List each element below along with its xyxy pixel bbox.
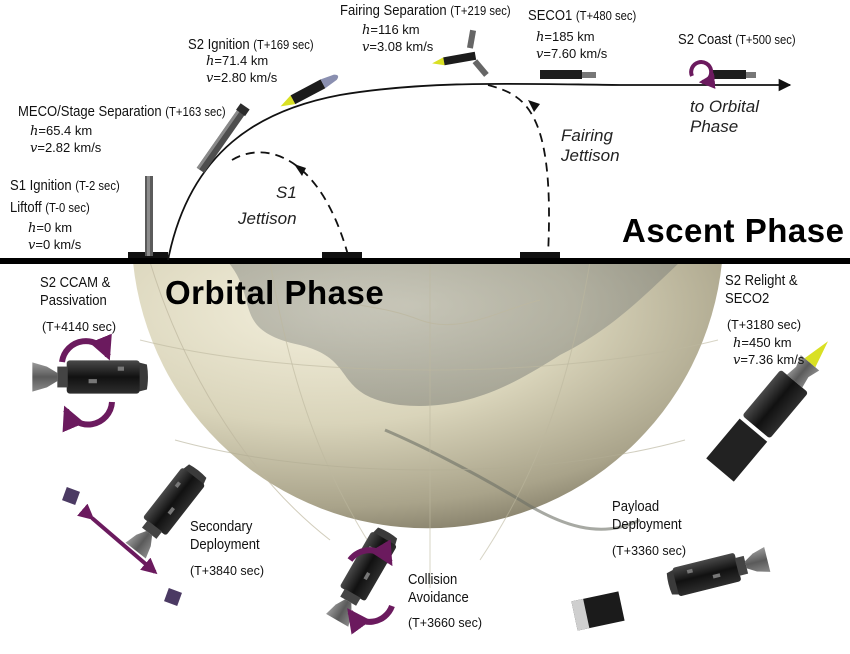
- s1-jettison-note-line2: Jettison: [238, 209, 297, 228]
- secondary-deployment-time: (T+3840 sec): [190, 564, 264, 578]
- event-name: S2 Coast: [678, 32, 732, 48]
- s2-ccam-label: S2 CCAM &Passivation: [40, 275, 111, 310]
- event-name: SECO1: [528, 8, 573, 24]
- event-time: (T+163 sec): [165, 105, 226, 119]
- event-name: S2 Ignition: [188, 37, 250, 53]
- s1-jettison-note-line1: S1: [276, 183, 297, 202]
- fairing-separation-vehicle: [432, 29, 489, 77]
- event-time: (T+219 sec): [450, 4, 511, 18]
- secondary-deployment-vehicle: [62, 461, 210, 606]
- earth-globe: [133, 261, 722, 588]
- payload-deployment-time: (T+3360 sec): [612, 544, 686, 558]
- event-time: (T-0 sec): [45, 201, 90, 215]
- s2-ignition-label: S2 Ignition (T+169 sec): [188, 37, 314, 54]
- seco1-vehicle: [540, 70, 596, 79]
- event-time: (T+480 sec): [575, 9, 637, 23]
- s2-coast-vehicle: [689, 60, 756, 89]
- launch-vehicle-on-pad: [145, 176, 153, 256]
- event-name: MECO/Stage Separation: [18, 104, 162, 120]
- s2-coast-label: S2 Coast (T+500 sec): [678, 32, 796, 49]
- s2-relight-label: S2 Relight &SECO2: [725, 273, 798, 308]
- s1-jettison-arrowhead: [294, 164, 306, 176]
- s2-relight-time: (T+3180 sec): [727, 318, 801, 332]
- fairing-separation-label: Fairing Separation (T+219 sec): [340, 3, 511, 20]
- collision-avoidance-time: (T+3660 sec): [408, 616, 482, 630]
- horizon-line: [0, 258, 850, 264]
- event-name: Liftoff: [10, 200, 42, 216]
- ascent-phase-title: Ascent Phase: [622, 212, 845, 249]
- fairing-jettison-path: [487, 84, 550, 256]
- pad-marker-fairing: [520, 252, 560, 258]
- s2-relight-vehicle: [706, 341, 828, 482]
- payload-deployment-vehicle: [571, 545, 771, 631]
- event-time: (T+169 sec): [253, 38, 314, 52]
- liftoff-label: Liftoff (T-0 sec): [10, 200, 90, 217]
- separated-first-stage: [196, 103, 250, 173]
- event-time: (T+500 sec): [735, 33, 796, 47]
- s1-ignition-label: S1 Ignition (T-2 sec): [10, 178, 120, 195]
- fairing-jettison-arrowhead: [528, 100, 540, 112]
- seco1-label: SECO1 (T+480 sec): [528, 8, 636, 25]
- event-name: Fairing Separation: [340, 3, 447, 19]
- s1-jettison-path: [231, 151, 349, 256]
- s2-ignition-vehicle: [280, 74, 339, 107]
- s2-ccam-time: (T+4140 sec): [42, 320, 116, 334]
- meco-label: MECO/Stage Separation (T+163 sec): [18, 104, 226, 121]
- s2-ccam-vehicle: [32, 333, 148, 433]
- orbital-phase-title: Orbital Phase: [165, 274, 385, 311]
- event-time: (T-2 sec): [75, 179, 120, 193]
- pad-marker-s1: [322, 252, 362, 258]
- event-name: S1 Ignition: [10, 178, 72, 194]
- collision-avoidance-vehicle: [324, 524, 401, 635]
- ascent-trajectory: [167, 78, 792, 261]
